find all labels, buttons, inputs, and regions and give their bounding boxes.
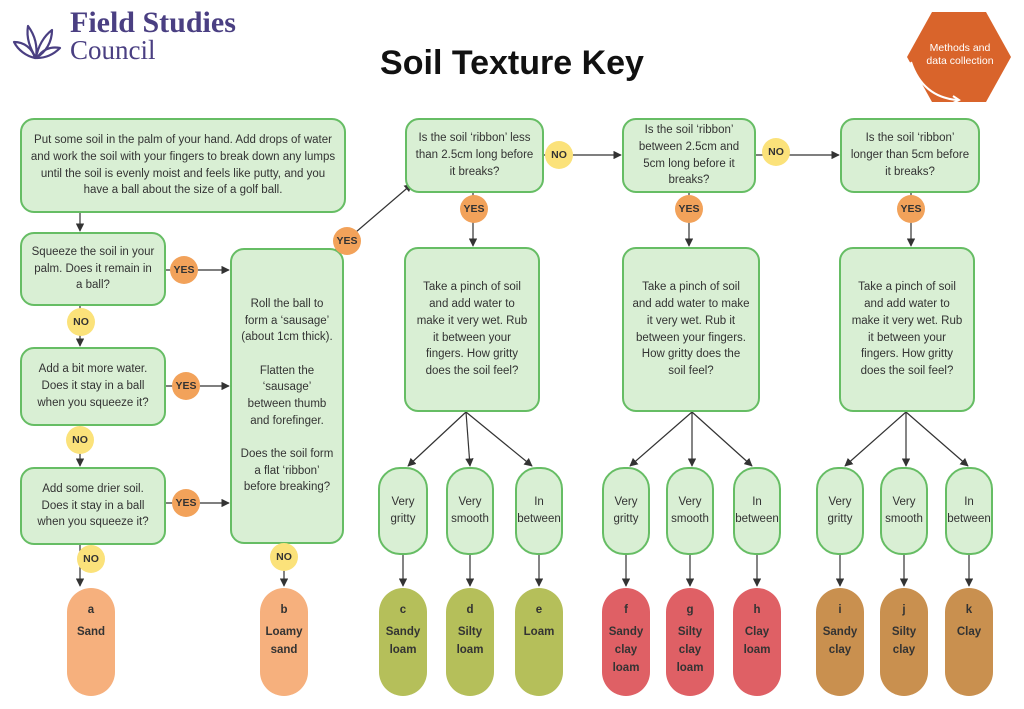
yes-badge: YES bbox=[333, 227, 361, 255]
result-letter: b bbox=[280, 604, 288, 616]
category-badge-label: Methods and data collection bbox=[926, 42, 994, 68]
result-name: Silty clay loam bbox=[676, 626, 704, 674]
logo-name-line2: Council bbox=[70, 35, 156, 65]
no-badge: NO bbox=[545, 141, 573, 169]
result-sandy-clay-loam: f Sandy clay loam bbox=[602, 588, 650, 696]
result-letter: a bbox=[87, 604, 95, 616]
result-name: Silty clay bbox=[891, 626, 917, 656]
start-instruction-box: Put some soil in the palm of your hand. … bbox=[20, 118, 346, 213]
yes-badge: YES bbox=[172, 372, 200, 400]
choice-in-between: In between bbox=[733, 467, 781, 555]
result-letter: c bbox=[399, 604, 407, 616]
more-water-question-box: Add a bit more water. Does it stay in a … bbox=[20, 347, 166, 426]
result-clay-loam: h Clay loam bbox=[733, 588, 781, 696]
result-name: Sandy clay bbox=[822, 626, 858, 656]
choice-in-between: In between bbox=[945, 467, 993, 555]
choice-very-gritty: Very gritty bbox=[602, 467, 650, 555]
pinch-test-box-3: Take a pinch of soil and add water to ma… bbox=[839, 247, 975, 412]
choice-very-smooth: Very smooth bbox=[880, 467, 928, 555]
result-letter: g bbox=[686, 604, 694, 616]
result-name: Clay bbox=[956, 626, 982, 638]
no-badge: NO bbox=[762, 138, 790, 166]
choice-very-smooth: Very smooth bbox=[446, 467, 494, 555]
yes-badge: YES bbox=[172, 489, 200, 517]
result-loamy-sand: b Loamy sand bbox=[260, 588, 308, 696]
pinch-test-box-1: Take a pinch of soil and add water to ma… bbox=[404, 247, 540, 412]
choice-in-between: In between bbox=[515, 467, 563, 555]
result-name: Loamy sand bbox=[265, 626, 303, 656]
category-badge bbox=[907, 12, 1011, 104]
squeeze-question-box: Squeeze the soil in your palm. Does it r… bbox=[20, 232, 166, 306]
choice-very-gritty: Very gritty bbox=[378, 467, 428, 555]
result-loam: e Loam bbox=[515, 588, 563, 696]
yes-badge: YES bbox=[460, 195, 488, 223]
yes-badge: YES bbox=[675, 195, 703, 223]
yes-badge: YES bbox=[170, 256, 198, 284]
page-title: Soil Texture Key bbox=[380, 44, 644, 82]
result-letter: j bbox=[902, 604, 906, 616]
choice-very-gritty: Very gritty bbox=[816, 467, 864, 555]
ribbon-short-question-box: Is the soil ‘ribbon’ less than 2.5cm lon… bbox=[405, 118, 544, 193]
result-letter: f bbox=[624, 604, 628, 616]
drier-soil-question-box: Add some drier soil. Does it stay in a b… bbox=[20, 467, 166, 545]
result-clay: k Clay bbox=[945, 588, 993, 696]
result-letter: e bbox=[535, 604, 543, 616]
result-name: Sandy loam bbox=[385, 626, 421, 656]
no-badge: NO bbox=[66, 426, 94, 454]
result-sand: a Sand bbox=[67, 588, 115, 696]
result-name: Loam bbox=[523, 626, 555, 638]
ribbon-medium-question-box: Is the soil ‘ribbon’ between 2.5cm and 5… bbox=[622, 118, 756, 193]
result-name: Silty loam bbox=[456, 626, 484, 656]
leaf-icon bbox=[12, 24, 62, 60]
result-silty-clay-loam: g Silty clay loam bbox=[666, 588, 714, 696]
result-name: Sandy clay loam bbox=[608, 626, 644, 674]
result-sandy-clay: i Sandy clay bbox=[816, 588, 864, 696]
no-badge: NO bbox=[270, 543, 298, 571]
result-letter: h bbox=[753, 604, 761, 616]
result-sandy-loam: c Sandy loam bbox=[379, 588, 427, 696]
result-silty-clay: j Silty clay bbox=[880, 588, 928, 696]
result-name: Clay loam bbox=[743, 626, 771, 656]
roll-sausage-box: Roll the ball to form a ‘sausage’ (about… bbox=[230, 248, 344, 544]
choice-very-smooth: Very smooth bbox=[666, 467, 714, 555]
pinch-test-box-2: Take a pinch of soil and add water to ma… bbox=[622, 247, 760, 412]
result-letter: i bbox=[838, 604, 842, 616]
ribbon-long-question-box: Is the soil ‘ribbon’ longer than 5cm bef… bbox=[840, 118, 980, 193]
result-letter: d bbox=[466, 604, 474, 616]
result-silty-loam: d Silty loam bbox=[446, 588, 494, 696]
no-badge: NO bbox=[67, 308, 95, 336]
yes-badge: YES bbox=[897, 195, 925, 223]
no-badge: NO bbox=[77, 545, 105, 573]
result-name: Sand bbox=[76, 626, 106, 638]
result-letter: k bbox=[965, 604, 973, 616]
logo-name-line1: Field Studies bbox=[70, 6, 236, 39]
